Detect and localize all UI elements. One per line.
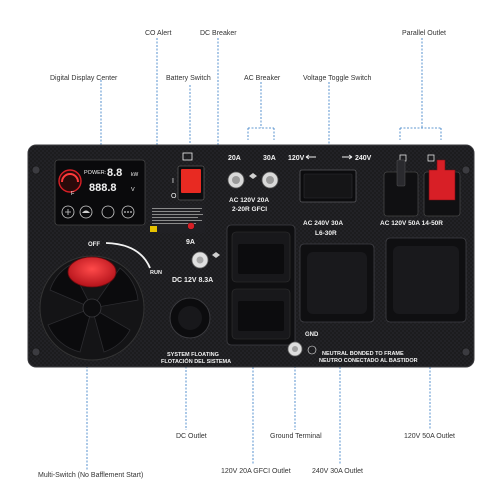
label-dc: DC 12V 8.3A: [172, 277, 213, 284]
label-ac-120v-50a: AC 120V 50A 14-50R: [380, 220, 443, 227]
breaker-30a-label: 30A: [263, 155, 276, 162]
multi-switch-off-label: OFF: [88, 242, 100, 248]
callout-dc-outlet: DC Outlet: [176, 433, 207, 440]
multi-switch-red-grip[interactable]: [67, 256, 117, 288]
arrow-right-icon: [342, 154, 353, 160]
callout-battery-switch: Battery Switch: [166, 75, 211, 82]
callout-digital-display: Digital Display Center: [50, 75, 118, 82]
system-floating-es: FLOTACIÓN DEL SISTEMA: [161, 357, 231, 365]
dc-breaker-rating: 9A: [186, 239, 195, 246]
ground-icon: [307, 345, 317, 355]
display-power-unit: kW: [131, 172, 139, 178]
overload-icon: [101, 205, 115, 219]
callout-multi-switch: Multi-Switch (No Bafflement Start): [38, 472, 144, 479]
parallel-icon: [399, 154, 435, 162]
oil-icon: [79, 205, 93, 219]
callout-dc-breaker: DC Breaker: [200, 30, 237, 37]
callout-gfci-outlet: 120V 20A GFCI Outlet: [221, 468, 291, 475]
display-power-value: 8.8: [107, 167, 122, 179]
maintenance-icon: [61, 205, 75, 219]
warning-label: [150, 205, 205, 233]
display-voltage-unit: V: [131, 187, 135, 193]
label-l6-30r: L6-30R: [315, 230, 337, 237]
callout-ac-breaker: AC Breaker: [244, 75, 281, 82]
battery-switch-rocker[interactable]: [181, 169, 201, 193]
callout-parallel-outlet: Parallel Outlet: [402, 30, 446, 37]
display-fuel-label: F: [71, 191, 75, 197]
neutral-es: NEUTRO CONECTADO AL BASTIDOR: [319, 358, 418, 364]
breaker-icon: [249, 173, 257, 179]
toggle-right-label: 240V: [355, 155, 372, 162]
callout-240v-30a-outlet: 240V 30A Outlet: [312, 468, 363, 475]
menu-icon: [121, 205, 135, 219]
arrow-left-icon: [305, 154, 316, 160]
callout-voltage-toggle: Voltage Toggle Switch: [303, 75, 372, 82]
svg-text:O: O: [171, 193, 177, 200]
panel-screws: [31, 165, 471, 357]
toggle-left-label: 120V: [288, 155, 305, 162]
display-power-label: POWER:: [84, 170, 107, 176]
label-ac-120v-20a: AC 120V 20A: [229, 197, 269, 204]
svg-text:I: I: [172, 178, 174, 185]
breaker-20a-label: 20A: [228, 155, 241, 162]
callout-ground-terminal: Ground Terminal: [270, 433, 322, 440]
system-floating-en: SYSTEM FLOATING: [167, 352, 219, 358]
multi-switch-run-label: RUN: [150, 270, 162, 276]
display-voltage-value: 888.8: [89, 182, 117, 194]
label-gfci: 2-20R GFCI: [232, 206, 267, 213]
callout-120v-50a-outlet: 120V 50A Outlet: [404, 433, 455, 440]
gnd-label: GND: [305, 332, 319, 338]
label-ac-240v-30a: AC 240V 30A: [303, 220, 343, 227]
co-alert-indicator: [187, 222, 195, 230]
callout-co-alert: CO Alert: [145, 30, 172, 37]
neutral-en: NEUTRAL BONDED TO FRAME: [322, 351, 404, 357]
battery-icon: [182, 152, 193, 161]
